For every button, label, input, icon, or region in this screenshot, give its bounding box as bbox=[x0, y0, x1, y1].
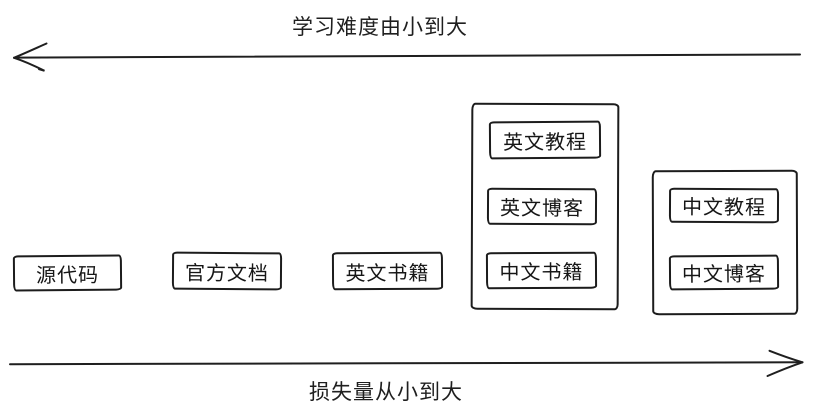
box-chinese-blogs: 中文博客 bbox=[668, 254, 780, 291]
box-chinese-books: 中文书籍 bbox=[485, 251, 598, 290]
box-chinese-tutorials: 中文教程 bbox=[668, 187, 780, 224]
box-official-docs: 官方文档 bbox=[171, 251, 283, 291]
box-english-blogs: 英文博客 bbox=[486, 187, 598, 226]
arrow-right-icon bbox=[9, 349, 804, 377]
bottom-axis-label: 损失量从小到大 bbox=[309, 381, 463, 404]
arrow-left-icon bbox=[13, 42, 801, 72]
box-source-code: 源代码 bbox=[12, 254, 123, 292]
top-axis-label: 学习难度由小到大 bbox=[292, 16, 468, 39]
box-english-tutorials: 英文教程 bbox=[488, 120, 602, 160]
box-english-books: 英文书籍 bbox=[331, 251, 444, 291]
